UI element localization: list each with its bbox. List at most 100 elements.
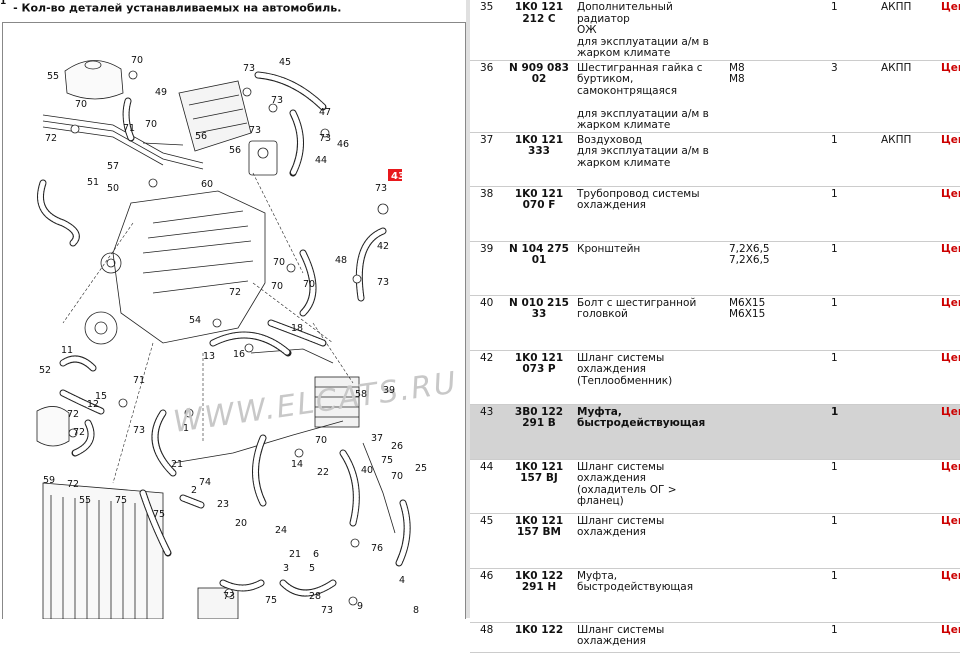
- callout-label[interactable]: 75: [265, 595, 277, 606]
- highlighted-callout[interactable]: 43: [388, 169, 405, 182]
- callout-label[interactable]: 37: [371, 433, 383, 444]
- callout-label[interactable]: 1: [183, 423, 189, 434]
- callout-label[interactable]: 5: [309, 563, 315, 574]
- callout-label[interactable]: 70: [303, 279, 315, 290]
- callout-label[interactable]: 73: [321, 605, 333, 616]
- callout-label[interactable]: 21: [289, 549, 301, 560]
- callout-label[interactable]: 25: [415, 463, 427, 474]
- callout-label[interactable]: 40: [361, 465, 373, 476]
- callout-label[interactable]: 73: [375, 183, 387, 194]
- callout-label[interactable]: 56: [195, 131, 207, 142]
- callout-label[interactable]: 52: [39, 365, 51, 376]
- panel-divider[interactable]: [466, 0, 470, 618]
- callout-label[interactable]: 55: [79, 495, 91, 506]
- callout-label[interactable]: 48: [335, 255, 347, 266]
- price-link[interactable]: Цен: [941, 568, 960, 623]
- callout-label[interactable]: 21: [171, 459, 183, 470]
- callout-label[interactable]: 55: [47, 71, 59, 82]
- callout-label[interactable]: 73: [377, 277, 389, 288]
- callout-label[interactable]: 76: [371, 543, 383, 554]
- callout-label[interactable]: 46: [337, 139, 349, 150]
- callout-label[interactable]: 57: [107, 161, 119, 172]
- price-link[interactable]: Цен: [941, 622, 960, 653]
- callout-label[interactable]: 72: [67, 409, 79, 420]
- callout-label[interactable]: 70: [75, 99, 87, 110]
- price-link[interactable]: Цен: [941, 241, 960, 296]
- price-link[interactable]: Цен: [941, 404, 960, 460]
- callout-label[interactable]: 70: [391, 471, 403, 482]
- price-link[interactable]: Цен: [941, 0, 960, 61]
- callout-label[interactable]: 54: [189, 315, 201, 326]
- callout-label[interactable]: 49: [155, 87, 167, 98]
- price-link[interactable]: Цен: [941, 295, 960, 351]
- callout-label[interactable]: 73: [223, 591, 235, 602]
- callout-label[interactable]: 23: [217, 499, 229, 510]
- callout-label[interactable]: 45: [279, 57, 291, 68]
- callout-label[interactable]: 72: [73, 427, 85, 438]
- callout-label[interactable]: 60: [201, 179, 213, 190]
- highlighted-callout-label[interactable]: 43: [391, 171, 405, 182]
- callout-label[interactable]: 73: [243, 63, 255, 74]
- callout-label[interactable]: 20: [235, 518, 247, 529]
- callout-label[interactable]: 70: [273, 257, 285, 268]
- price-link[interactable]: Цен: [941, 132, 960, 187]
- callout-label[interactable]: 11: [61, 345, 73, 356]
- callout-label[interactable]: 18: [291, 323, 303, 334]
- callout-label[interactable]: 4: [399, 575, 405, 586]
- callout-label[interactable]: 72: [67, 479, 79, 490]
- price-link[interactable]: Цен: [941, 60, 960, 133]
- callout-label[interactable]: 44: [315, 155, 327, 166]
- callout-label[interactable]: 74: [199, 477, 211, 488]
- price-link[interactable]: Цен: [941, 350, 960, 405]
- callout-label[interactable]: 51: [87, 177, 99, 188]
- callout-label[interactable]: 26: [391, 441, 403, 452]
- callout-label[interactable]: 58: [355, 389, 367, 400]
- callout-label[interactable]: 75: [115, 495, 127, 506]
- callout-label[interactable]: 70: [271, 281, 283, 292]
- callout-label[interactable]: 59: [43, 475, 55, 486]
- callout-label[interactable]: 70: [145, 119, 157, 130]
- callout-label[interactable]: 71: [133, 375, 145, 386]
- callout-label[interactable]: 72: [229, 287, 241, 298]
- callout-label[interactable]: 75: [381, 455, 393, 466]
- callout-label[interactable]: 28: [309, 591, 321, 602]
- price-link[interactable]: Цен: [941, 459, 960, 514]
- callout-label[interactable]: 70: [131, 55, 143, 66]
- callout-label[interactable]: 14: [291, 459, 303, 470]
- callout-label[interactable]: 56: [229, 145, 241, 156]
- callout-label[interactable]: 73: [133, 425, 145, 436]
- callout-label[interactable]: 42: [377, 241, 389, 252]
- callout-label[interactable]: 73: [319, 133, 331, 144]
- callout-label[interactable]: 3: [283, 563, 289, 574]
- callout-label[interactable]: 39: [383, 385, 395, 396]
- callout-label[interactable]: 22: [317, 467, 329, 478]
- callout-label[interactable]: 75: [153, 509, 165, 520]
- callout-label[interactable]: 9: [357, 601, 363, 612]
- callout-label[interactable]: 70: [315, 435, 327, 446]
- callout-label[interactable]: 50: [107, 183, 119, 194]
- price-link[interactable]: Цен: [941, 186, 960, 242]
- callout-label[interactable]: 16: [233, 349, 245, 360]
- callout-label[interactable]: 12: [87, 399, 99, 410]
- callout-label[interactable]: 6: [313, 549, 319, 560]
- callout-label[interactable]: 13: [203, 351, 215, 362]
- callout-label[interactable]: 24: [275, 525, 287, 536]
